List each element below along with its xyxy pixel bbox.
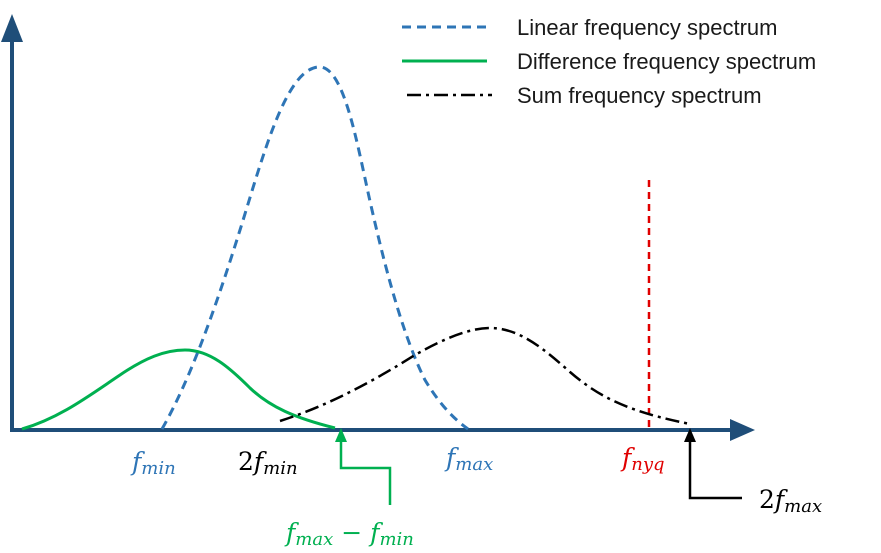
difference-spectrum-curve xyxy=(21,348,336,431)
legend-difference-label: Difference frequency spectrum xyxy=(517,49,816,74)
legend: Linear frequency spectrum Difference fre… xyxy=(402,15,816,108)
axes xyxy=(1,14,755,441)
linear-spectrum-curve xyxy=(160,65,469,431)
label-f-max: fmax xyxy=(444,443,493,475)
y-axis-arrowhead xyxy=(1,14,23,42)
difference-callout: fmax−fmin xyxy=(284,428,414,550)
label-2-f-max: 2fmax xyxy=(759,485,822,517)
label-f-nyq: fnyq xyxy=(620,443,665,475)
two-f-max-callout: 2fmax xyxy=(684,428,822,517)
difference-callout-arrowhead xyxy=(335,428,347,442)
label-2-f-min: 2fmin xyxy=(238,447,298,479)
label-f-max-minus-f-min: fmax−fmin xyxy=(284,518,414,550)
sum-spectrum-curve xyxy=(279,326,691,426)
difference-callout-line xyxy=(339,440,392,505)
two-f-max-callout-line xyxy=(688,440,742,500)
x-axis-arrowhead xyxy=(730,419,755,441)
two-f-max-callout-arrowhead xyxy=(684,428,696,442)
legend-linear-label: Linear frequency spectrum xyxy=(517,15,777,40)
label-f-min: fmin xyxy=(130,447,176,479)
legend-sum-label: Sum frequency spectrum xyxy=(517,83,762,108)
